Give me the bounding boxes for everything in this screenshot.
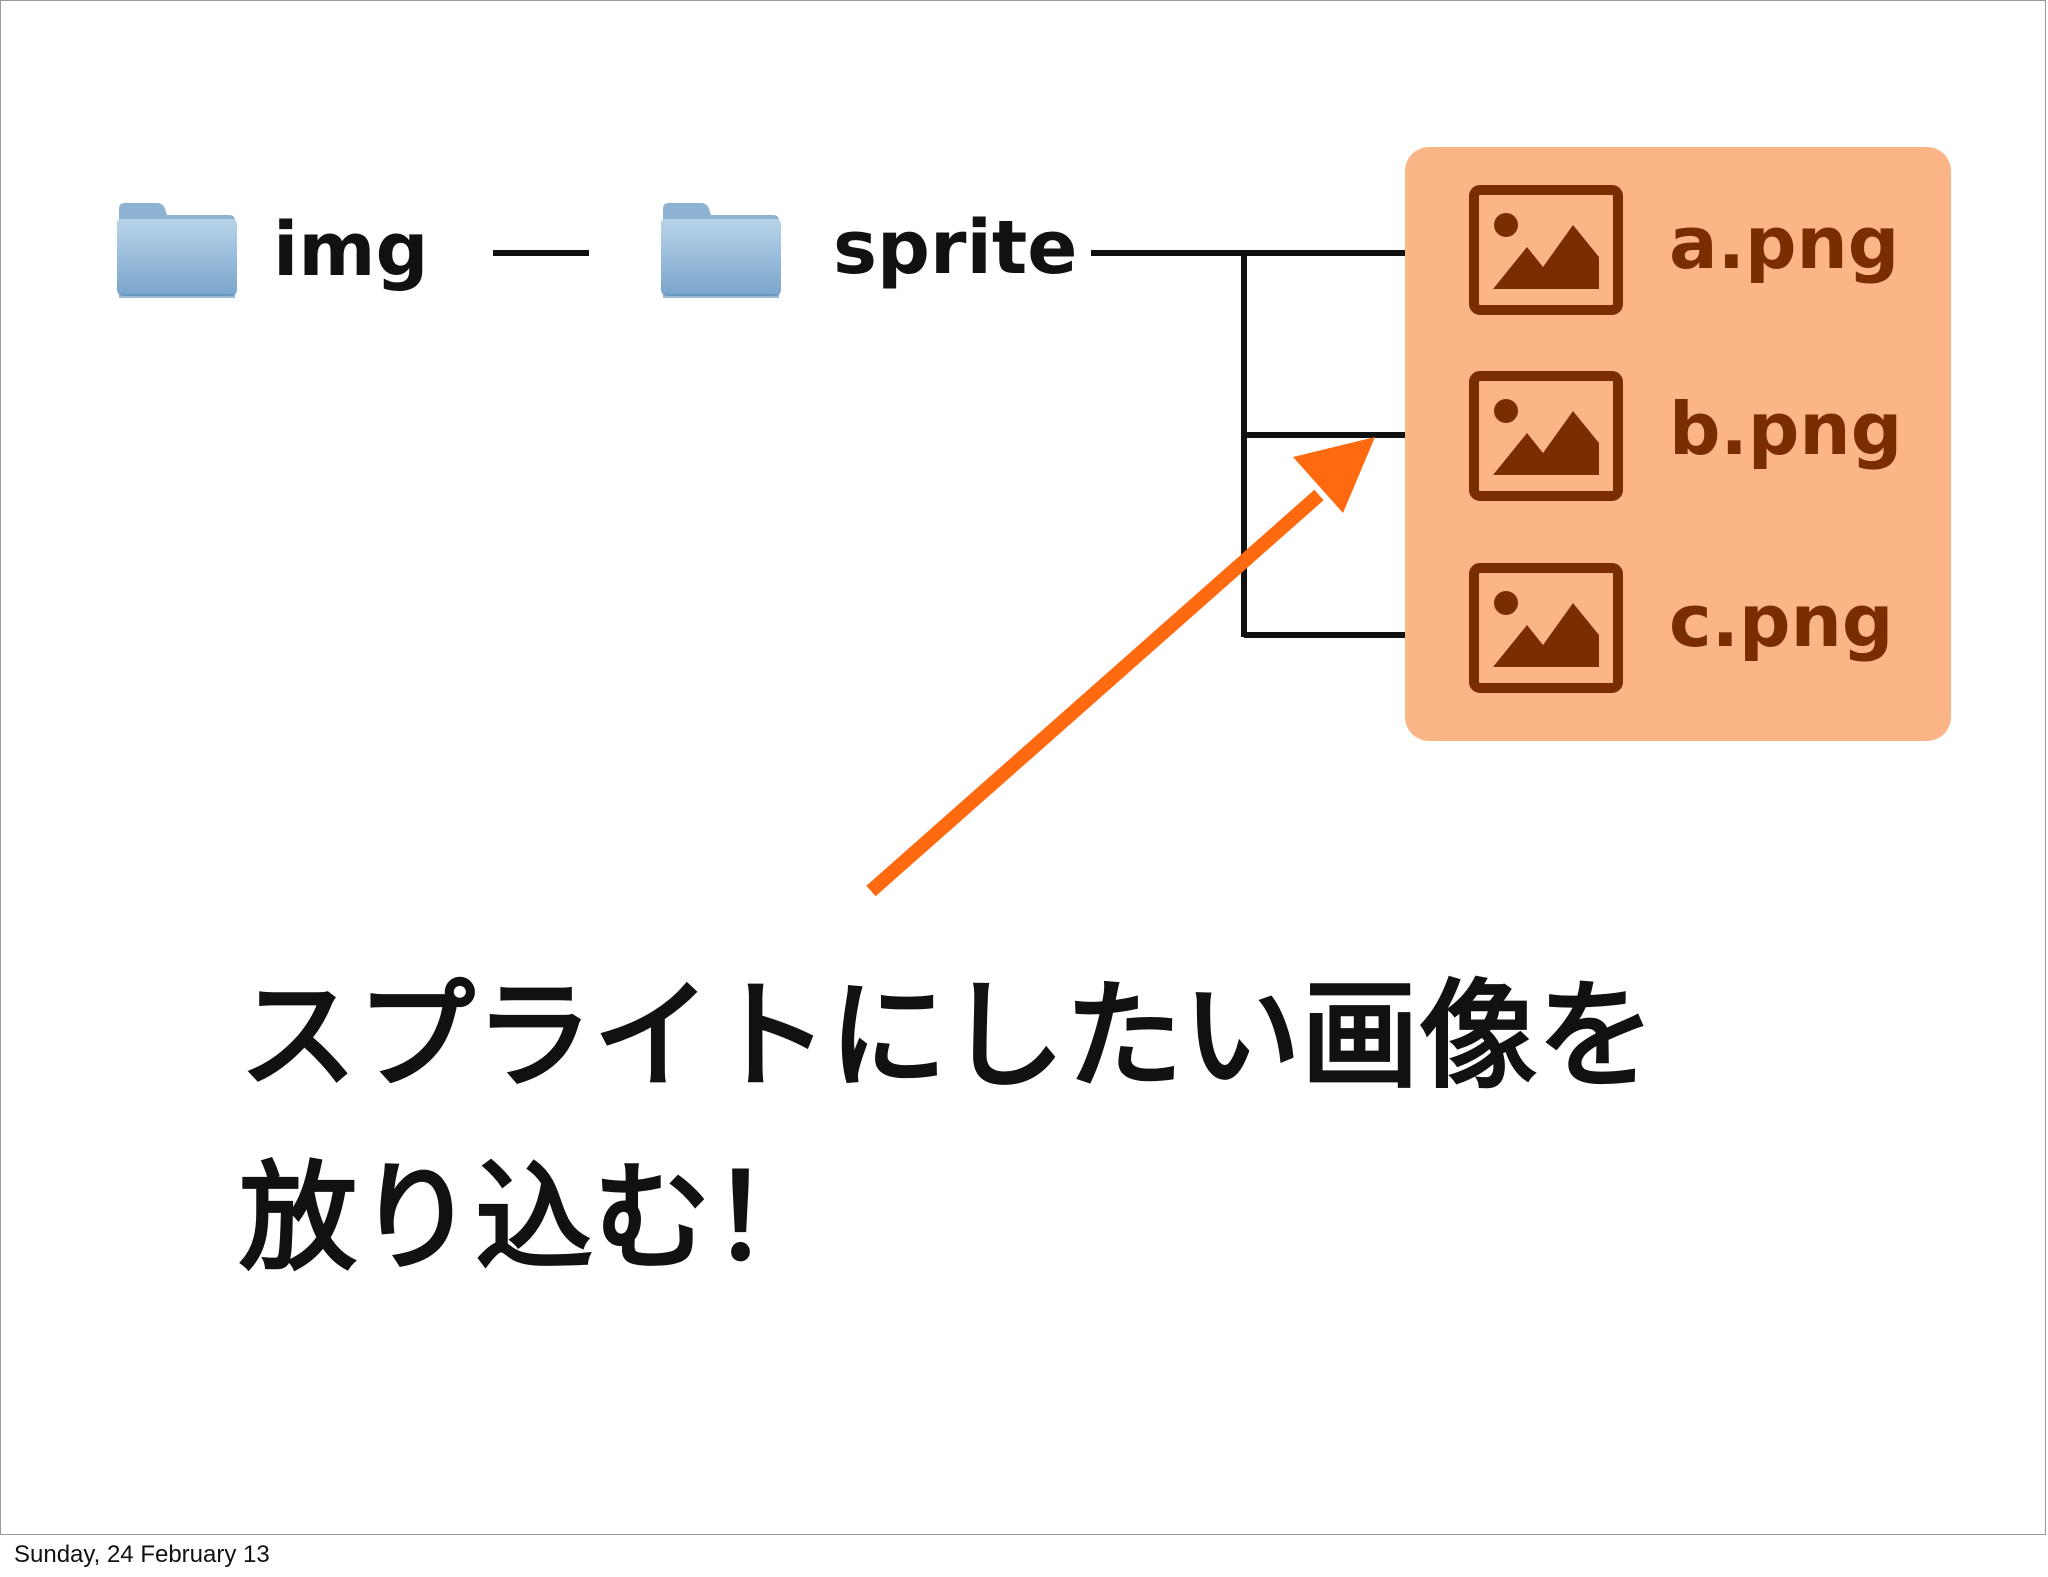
file-item-c[interactable]: c.png [1469, 563, 1939, 693]
slide: img sprite a.png [0, 0, 2046, 1535]
image-icon [1469, 563, 1623, 693]
folder-label-img: img [273, 207, 429, 293]
file-name: a.png [1669, 201, 1900, 285]
file-item-b[interactable]: b.png [1469, 371, 1939, 501]
instruction-line-2: 放り込む！ [239, 1149, 830, 1287]
folder-icon [117, 203, 237, 298]
sprite-files-panel: a.png b.png c.png [1405, 147, 1951, 741]
instruction-line-1: スプライトにしたい画像を [239, 967, 1656, 1105]
footer-date: Sunday, 24 February 13 [14, 1541, 270, 1568]
image-icon [1469, 185, 1623, 315]
file-name: c.png [1669, 579, 1894, 663]
folder-label-sprite: sprite [833, 205, 1078, 291]
image-icon [1469, 371, 1623, 501]
file-item-a[interactable]: a.png [1469, 185, 1939, 315]
instruction-text: スプライトにしたい画像を 放り込む！ [239, 945, 1839, 1309]
file-name: b.png [1669, 387, 1903, 471]
folder-icon [661, 203, 781, 298]
